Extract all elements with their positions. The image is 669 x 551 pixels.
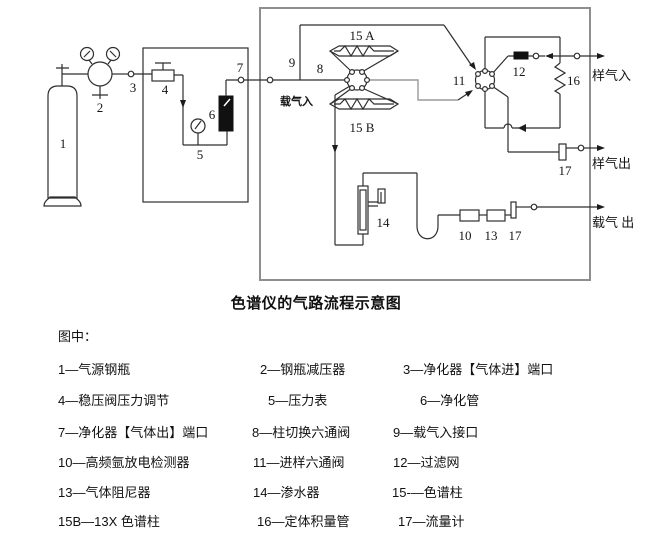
diagram-title: 色谱仪的气路流程示意图 <box>230 295 402 312</box>
stabilizer-valve-4 <box>151 69 175 82</box>
legend-item: 7—净化器【气体出】端口 <box>58 425 209 440</box>
label-2: 2 <box>97 100 104 115</box>
legend-item: 1—气源钢瓶 <box>58 362 131 377</box>
label-3: 3 <box>130 80 137 95</box>
legend-item: 16—定体积量管 <box>257 514 350 529</box>
flow-diagram: 1 2 3 4 5 6 7 9 8 15 A 15 B 11 12 16 17 … <box>43 7 634 281</box>
legend-item: 9—载气入接口 <box>393 425 479 440</box>
label-17-carrier: 17 <box>509 228 523 243</box>
carrier-in-label: 载气入 <box>280 94 313 108</box>
label-7: 7 <box>237 60 244 75</box>
line-to-valve11-top <box>443 24 473 67</box>
label-11: 11 <box>453 73 466 88</box>
sample-in-line <box>491 51 605 75</box>
legend-item: 13—气体阻尼器 <box>58 485 151 500</box>
legend-item: 8—柱切换六通阀 <box>252 425 351 440</box>
label-15a: 15 A <box>350 28 376 43</box>
purifier-box <box>142 47 267 203</box>
legend-item: 10—高频氩放电检测器 <box>58 455 190 470</box>
legend-item: 17—流量计 <box>398 514 465 529</box>
flowmeter-17-sample <box>558 143 567 161</box>
legend-item: 14—渗水器 <box>253 485 320 500</box>
legend-item: 4—稳压阀压力调节 <box>58 393 170 408</box>
label-10: 10 <box>459 228 472 243</box>
detector-damper-flowmeter <box>459 201 605 222</box>
carrier-out-label: 载气 出 <box>592 215 634 230</box>
pressure-regulator <box>62 46 128 99</box>
label-13: 13 <box>485 228 498 243</box>
valve8-drain-line <box>334 85 363 246</box>
flow-arrow <box>469 62 476 70</box>
valve8-to-valve11-line <box>367 79 458 101</box>
column-15b-coil <box>334 97 394 111</box>
line-to-valve11-bottom <box>457 93 468 101</box>
filter-screen-12 <box>513 51 529 60</box>
label-5: 5 <box>197 147 204 162</box>
legend-item: 6—净化管 <box>420 393 480 408</box>
flow-arrow-left <box>545 53 553 59</box>
sample-out-arrow <box>597 145 605 151</box>
port-3-connector <box>127 70 135 78</box>
label-4: 4 <box>162 82 169 97</box>
instrument-box <box>259 7 591 281</box>
sample-out-line <box>491 85 605 161</box>
volume-tube-loop <box>484 36 567 132</box>
six-way-valve-11 <box>474 67 496 92</box>
label-9: 9 <box>289 55 296 70</box>
label-8: 8 <box>317 61 324 76</box>
legend-item: 15B—13X 色谱柱 <box>58 514 160 529</box>
flow-arrow-down <box>180 100 186 108</box>
legend-item: 5—压力表 <box>268 393 328 408</box>
legend-item: 2—钢瓶减压器 <box>260 362 346 377</box>
port-7-connector <box>237 76 245 84</box>
gas-cylinder <box>43 64 82 207</box>
label-6: 6 <box>209 107 216 122</box>
sample-in-label: 样气入 <box>592 68 631 83</box>
sample-in-arrow <box>597 53 605 59</box>
carrier-branch-up <box>299 24 444 80</box>
flowmeter-17-carrier <box>510 201 517 219</box>
flow-arrow <box>465 90 473 97</box>
label-1: 1 <box>60 136 67 151</box>
damper-13 <box>486 209 506 222</box>
legend-item: 12—过滤网 <box>393 455 460 470</box>
column-15a-coil <box>334 44 394 58</box>
label-16: 16 <box>567 73 581 88</box>
label-14: 14 <box>377 215 391 230</box>
port-9-connector <box>266 76 274 84</box>
legend-item: 11—进样六通阀 <box>253 455 345 470</box>
six-way-valve-8 <box>328 44 400 111</box>
legend-heading: 图中： <box>58 329 98 344</box>
label-15b: 15 B <box>350 120 375 135</box>
label-12: 12 <box>513 64 526 79</box>
pressure-gauge-5 <box>190 118 206 145</box>
water-seeper-14 <box>357 172 460 245</box>
volume-tube-16-coil <box>553 62 567 95</box>
legend-item: 3—净化器【气体进】端口 <box>403 362 554 377</box>
flow-arrow-down <box>332 145 338 153</box>
flow-arrow-left <box>518 124 526 132</box>
detector-10 <box>459 209 480 222</box>
legend-item: 15-—色谱柱 <box>392 485 463 500</box>
carrier-out-arrow <box>597 204 605 210</box>
purifier-tube-6 <box>218 95 234 132</box>
sample-out-label: 样气出 <box>592 156 631 171</box>
label-17-sample: 17 <box>559 163 573 178</box>
